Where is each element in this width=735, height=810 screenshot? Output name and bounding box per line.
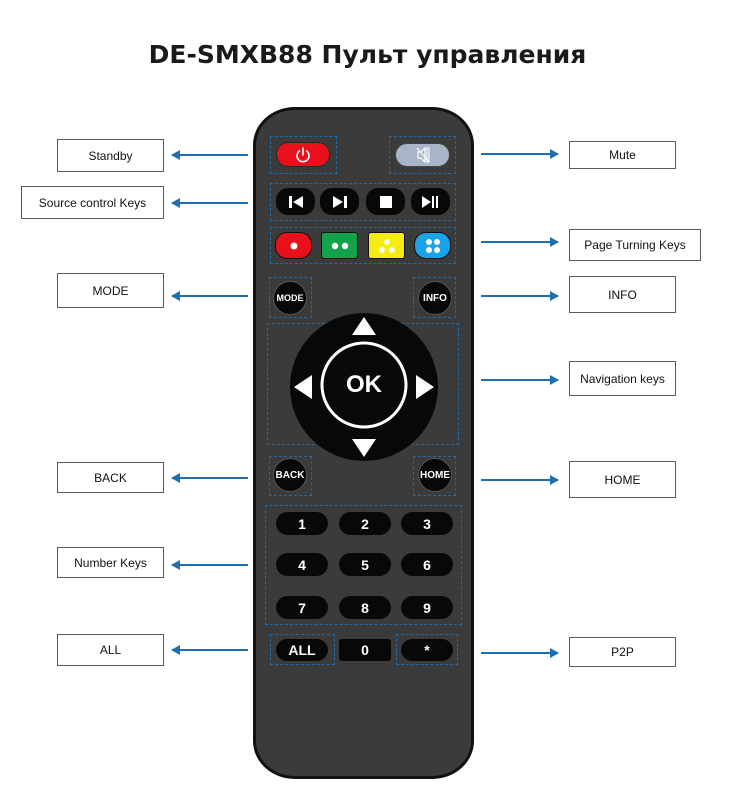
stop-icon — [379, 195, 392, 208]
red-key[interactable] — [275, 232, 312, 259]
mute-button[interactable] — [395, 143, 450, 167]
label-number-keys: Number Keys — [57, 547, 164, 578]
arrow-home — [481, 475, 559, 485]
home-button[interactable]: HOME — [418, 458, 452, 492]
stop-button[interactable] — [366, 188, 405, 215]
play-pause-icon — [421, 195, 438, 208]
arrow-page-turning — [481, 237, 559, 247]
page-title: DE-SMXB88 Пульт управления — [148, 40, 587, 69]
all-button[interactable]: ALL — [276, 639, 328, 661]
navigation-pad[interactable] — [288, 311, 440, 463]
arrow-number-keys — [171, 560, 248, 570]
skip-previous-button[interactable] — [276, 188, 315, 215]
digit-4-button[interactable]: 4 — [276, 553, 328, 576]
power-button[interactable] — [276, 142, 330, 167]
arrow-source-control — [171, 198, 248, 208]
label-all: ALL — [57, 634, 164, 666]
label-p2p: P2P — [569, 637, 676, 667]
label-page-turning: Page Turning Keys — [569, 229, 701, 261]
standby-key-outline — [270, 136, 337, 174]
back-button[interactable]: BACK — [273, 458, 307, 492]
arrow-navigation — [481, 375, 559, 385]
digit-5-button[interactable]: 5 — [339, 553, 391, 576]
digit-7-button[interactable]: 7 — [276, 596, 328, 619]
nav-down-arrow-icon[interactable] — [352, 439, 376, 457]
green-key[interactable] — [321, 232, 358, 259]
label-home: HOME — [569, 461, 676, 498]
p2p-key-outline — [396, 634, 458, 665]
home-key-outline — [413, 456, 456, 496]
arrow-info — [481, 291, 559, 301]
nav-left-arrow-icon[interactable] — [294, 375, 312, 399]
arrow-mute — [481, 149, 559, 159]
source-control-outline — [270, 183, 456, 221]
label-standby: Standby — [57, 139, 164, 172]
back-key-outline — [269, 456, 312, 496]
arrow-standby — [171, 150, 248, 160]
play-pause-button[interactable] — [411, 188, 450, 215]
label-mode: MODE — [57, 273, 164, 308]
all-key-outline — [270, 634, 335, 665]
digit-8-button[interactable]: 8 — [339, 596, 391, 619]
nav-up-arrow-icon[interactable] — [352, 317, 376, 335]
arrow-p2p — [481, 648, 559, 658]
digit-9-button[interactable]: 9 — [401, 596, 453, 619]
label-info: INFO — [569, 276, 676, 313]
arrow-all — [171, 645, 248, 655]
digit-3-button[interactable]: 3 — [401, 512, 453, 535]
digit-1-button[interactable]: 1 — [276, 512, 328, 535]
two-dots-icon — [331, 242, 348, 249]
ok-button[interactable]: OK — [346, 371, 382, 398]
arrow-back — [171, 473, 248, 483]
info-key-outline — [413, 277, 456, 318]
label-back: BACK — [57, 462, 164, 493]
three-dots-icon — [378, 238, 395, 253]
mode-button[interactable]: MODE — [273, 281, 307, 315]
skip-next-icon — [332, 195, 347, 208]
nav-right-arrow-icon[interactable] — [416, 375, 434, 399]
one-dot-icon — [290, 242, 297, 249]
skip-previous-icon — [288, 195, 303, 208]
skip-next-button[interactable] — [320, 188, 359, 215]
label-navigation: Navigation keys — [569, 361, 676, 396]
digit-0-button[interactable]: 0 — [339, 639, 391, 661]
mute-icon — [416, 146, 429, 164]
four-dots-icon — [425, 238, 440, 253]
digit-2-button[interactable]: 2 — [339, 512, 391, 535]
page-turning-outline — [270, 227, 456, 264]
number-keys-outline — [265, 505, 462, 625]
arrow-mode — [171, 291, 248, 301]
digit-6-button[interactable]: 6 — [401, 553, 453, 576]
power-icon — [296, 146, 310, 162]
mute-key-outline — [389, 136, 456, 174]
info-button[interactable]: INFO — [418, 281, 452, 315]
mode-key-outline — [269, 277, 312, 318]
star-button[interactable]: * — [401, 639, 453, 661]
label-source-control: Source control Keys — [21, 186, 164, 219]
blue-key[interactable] — [414, 232, 451, 259]
yellow-key[interactable] — [368, 232, 405, 259]
label-mute: Mute — [569, 141, 676, 169]
